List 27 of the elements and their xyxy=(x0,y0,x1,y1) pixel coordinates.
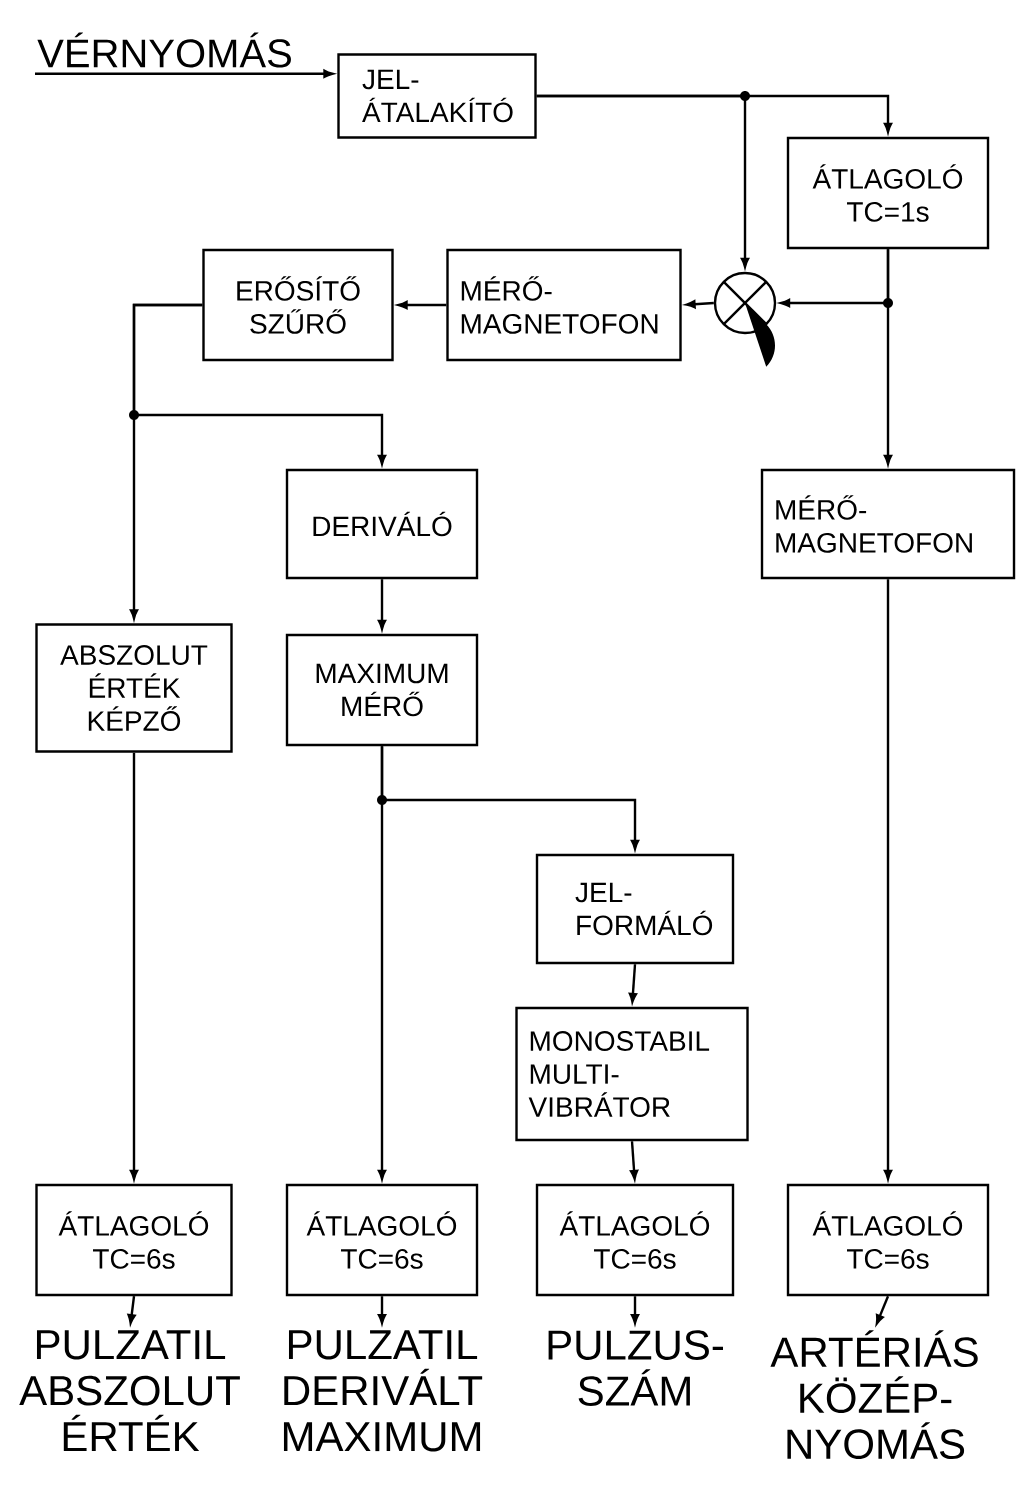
arrow xyxy=(397,300,447,310)
process-box: ÁTLAGOLÓ TC=6s xyxy=(535,1183,735,1297)
output-label: ARTÉRIÁS KÖZÉP- NYOMÁS xyxy=(770,1330,978,1460)
process-box: ÁTLAGOLÓ TC=6s xyxy=(786,1183,990,1297)
arrow xyxy=(35,69,334,78)
process-box: MAXIMUM MÉRŐ xyxy=(285,633,479,747)
output-label: PULZATIL ABSZOLUT ÉRTÉK xyxy=(19,1330,240,1452)
process-box: ÁTLAGOLÓ TC=6s xyxy=(35,1183,233,1297)
process-box: JEL- FORMÁLÓ xyxy=(535,853,735,965)
mixer-symbol xyxy=(713,271,777,367)
process-box: MONOSTABIL MULTI- VIBRÁTOR xyxy=(515,1006,749,1142)
arrow xyxy=(630,1296,640,1325)
process-box: ERŐSÍTŐ SZŰRŐ xyxy=(202,248,394,362)
output-label: PULZUS- SZÁM xyxy=(548,1330,723,1406)
arrow xyxy=(875,1295,890,1325)
arrow xyxy=(377,1296,387,1325)
process-box: MÉRŐ- MAGNETOFON xyxy=(446,248,682,362)
arrow xyxy=(685,300,714,309)
process-box: MÉRŐ- MAGNETOFON xyxy=(760,468,1016,580)
process-box: ÁTLAGOLÓ TC=1s xyxy=(786,136,990,250)
process-box: ABSZOLUT ÉRTÉK KÉPZŐ xyxy=(35,623,233,753)
input-label: VÉRNYOMÁS xyxy=(37,32,291,68)
process-box: DERIVÁLÓ xyxy=(285,468,479,580)
process-box: ÁTLAGOLÓ TC=6s xyxy=(285,1183,479,1297)
arrow xyxy=(127,1296,136,1325)
output-label: PULZATIL DERIVÁLT MAXIMUM xyxy=(283,1330,483,1452)
process-box: JEL- ÁTALAKÍTÓ xyxy=(337,53,537,139)
